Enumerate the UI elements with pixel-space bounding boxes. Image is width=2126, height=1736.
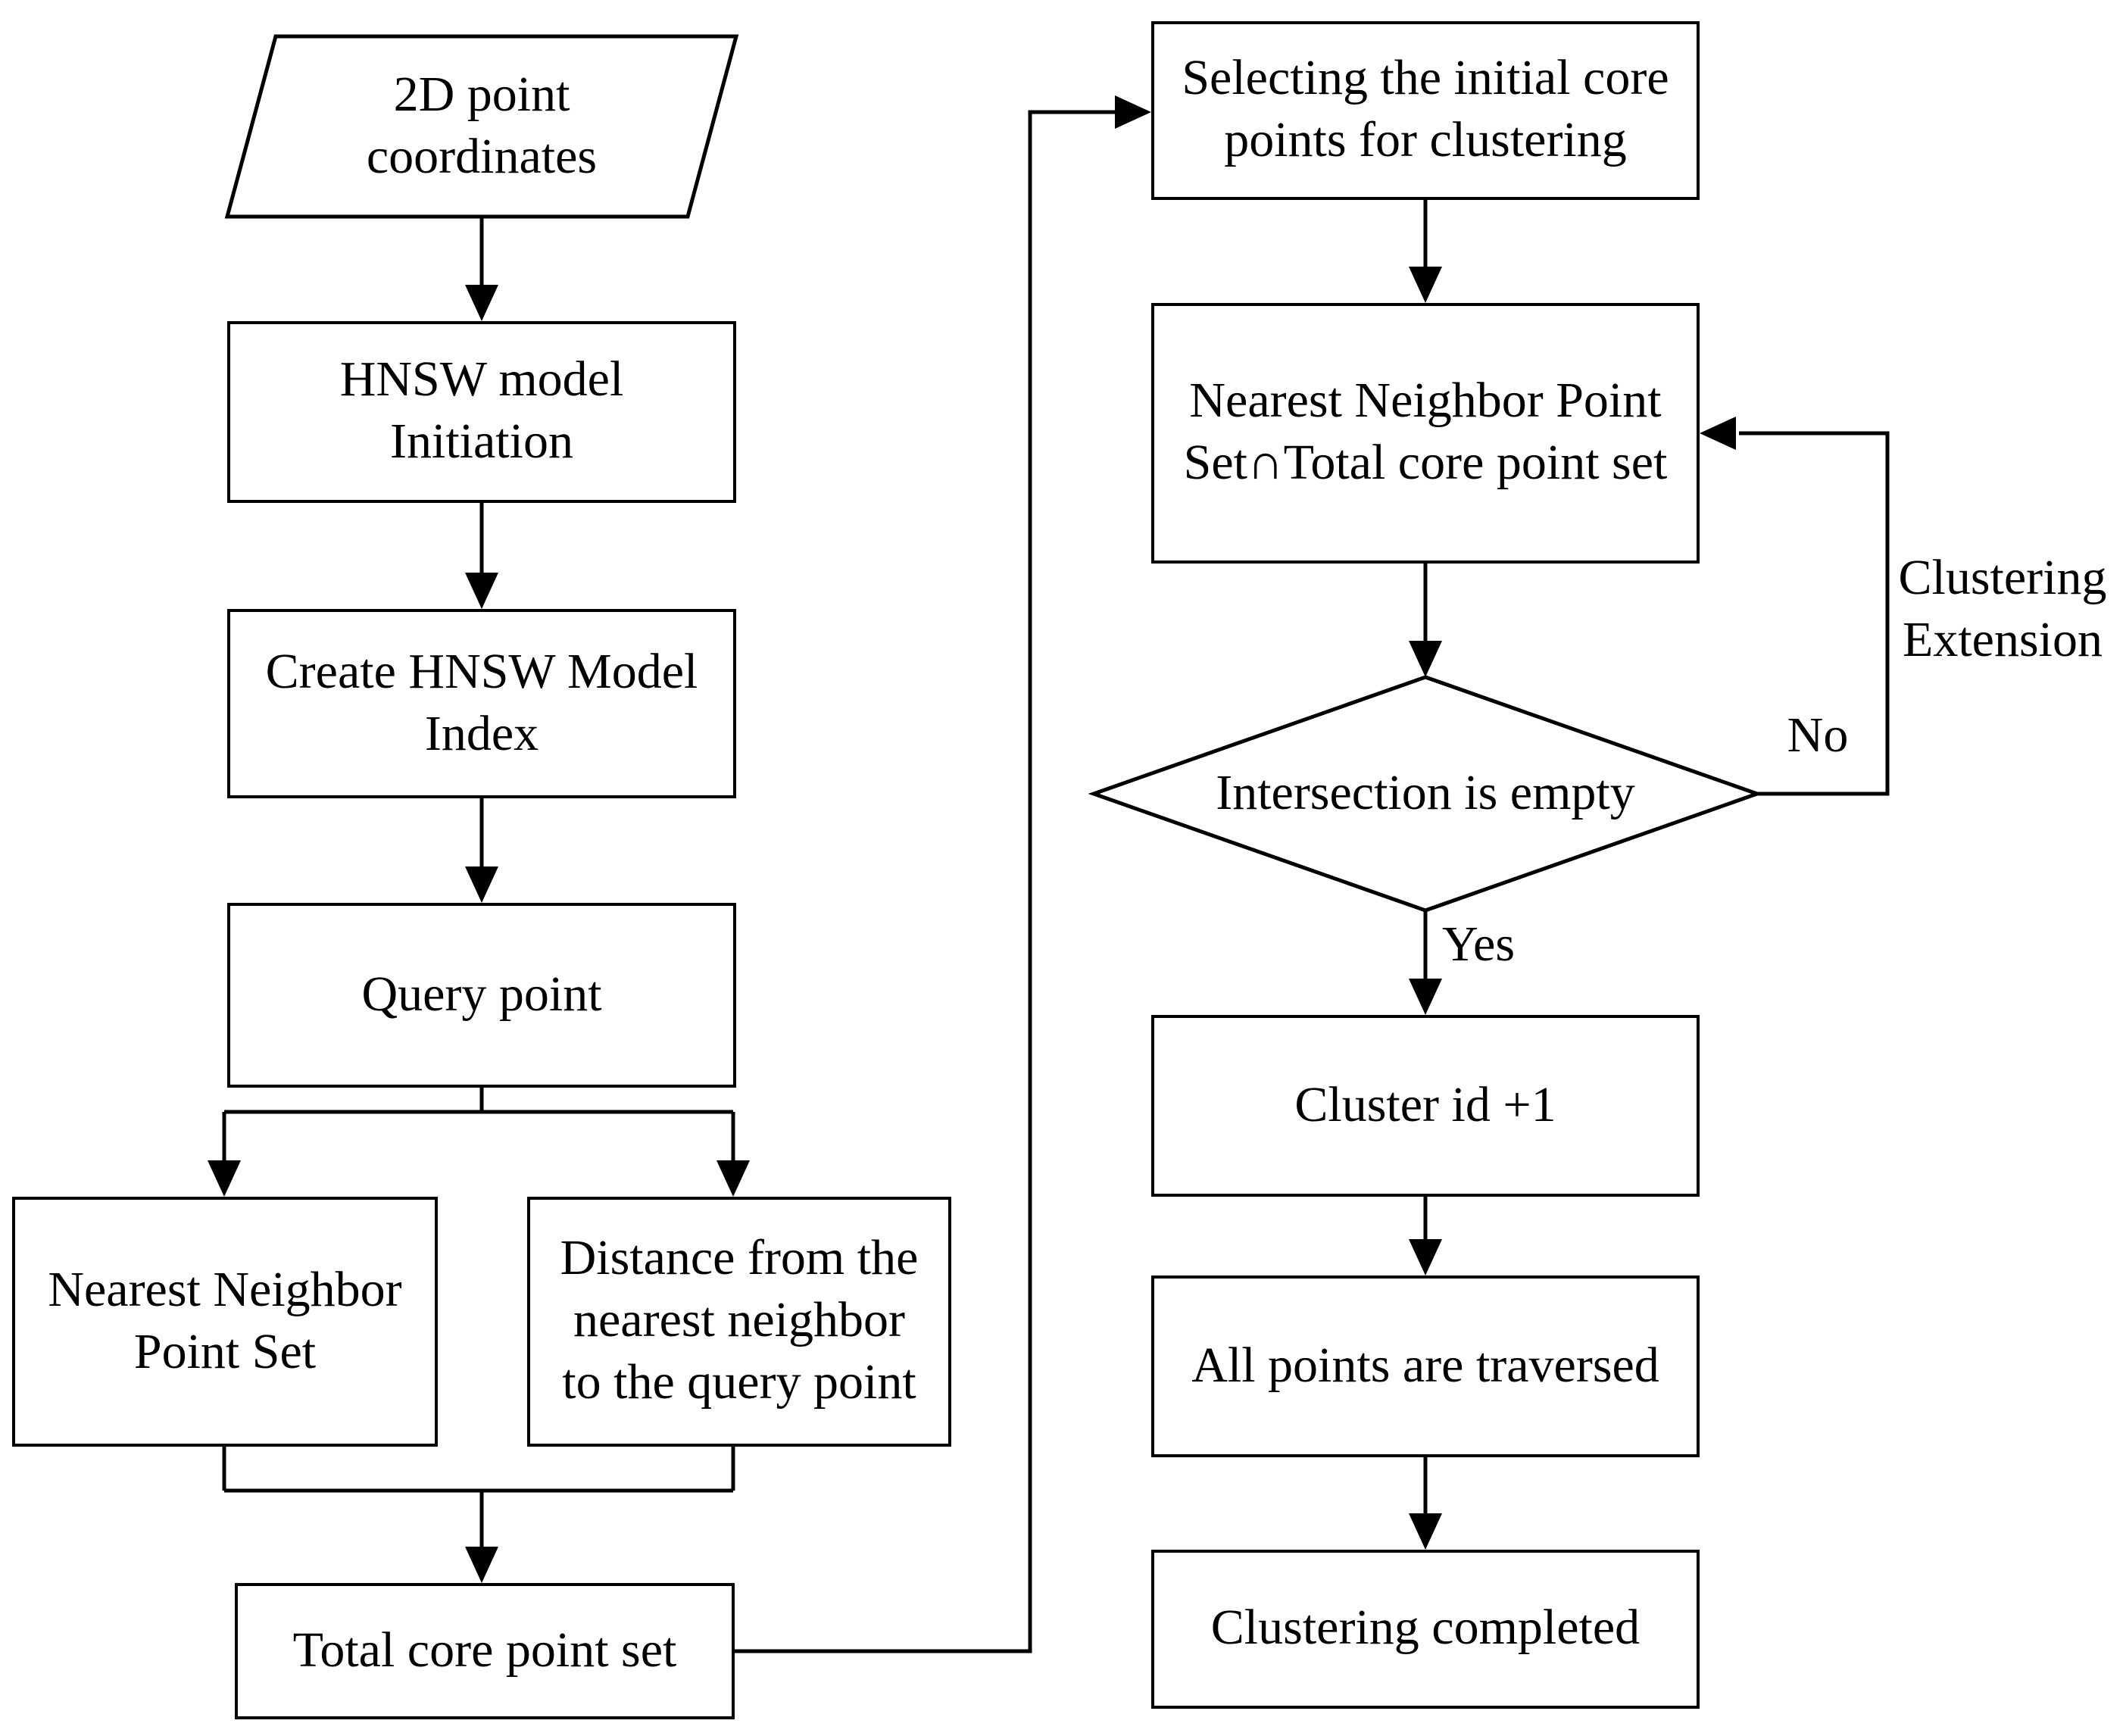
diamond-shape [1088,675,1763,913]
arrowhead-feedback-into-intersection [1700,417,1736,450]
arrowhead-into-index [465,573,498,609]
node-label: Query point [361,967,602,1023]
node-label: Distance from the [560,1232,919,1287]
edge-label-clustering-extension: Clustering Extension [1881,548,2124,673]
arrowhead-into-distance [716,1160,750,1197]
node-query-point: Query point [227,903,736,1088]
arrowhead-into-nn-set [208,1160,241,1197]
node-label: All points are traversed [1191,1338,1659,1394]
node-label: Selecting the initial core [1182,52,1669,107]
node-label: nearest neighbor [573,1294,905,1349]
node-clustering-completed: Clustering completed [1151,1550,1700,1709]
edge-label-yes: Yes [1442,918,1516,973]
node-label: Initiation [390,415,573,470]
arrowhead-into-selecting [1115,95,1151,129]
edge-label-no: No [1787,709,1849,763]
node-label: Cluster id +1 [1294,1078,1556,1133]
arrowhead-into-init [465,285,498,321]
node-label: Point Set [133,1325,317,1379]
edge-label-line: Clustering [1898,551,2107,606]
arrowhead-into-decision [1409,641,1442,677]
node-intersection-with-total-core: Nearest Neighbor Point Set∩Total core po… [1151,303,1700,564]
arrowhead-into-total-core [465,1547,498,1583]
node-label: Total core point set [292,1623,677,1678]
arrowhead-into-intersection [1409,267,1442,303]
parallelogram-shape [224,34,739,219]
node-label: Index [424,707,539,761]
node-label: points for clustering [1224,114,1627,168]
node-selecting-initial-core-points: Selecting the initial core points for cl… [1151,21,1700,200]
arrowhead-into-completed [1409,1513,1442,1550]
arrowhead-into-cluster-id [1409,979,1442,1015]
edge-branch-merge [222,1447,735,1547]
node-label: Nearest Neighbor [48,1263,402,1318]
node-total-core-point-set: Total core point set [235,1583,735,1719]
node-label: HNSW model [339,353,624,408]
node-label: Nearest Neighbor Point [1189,374,1662,429]
node-create-hnsw-model-index: Create HNSW Model Index [227,609,736,798]
node-label: Intersection is empty [1216,766,1635,821]
node-cluster-id-increment: Cluster id +1 [1151,1015,1700,1197]
edge-label-line: Extension [1903,613,2103,668]
node-distance-nearest-neighbor: Distance from the nearest neighbor to th… [527,1197,951,1447]
node-label: 2D point [393,67,570,123]
node-label: Clustering completed [1210,1601,1641,1656]
node-2d-point-coordinates: 2D point coordinates [227,39,736,214]
arrowhead-into-query [465,866,498,903]
node-label: Create HNSW Model [265,645,698,700]
node-all-points-traversed: All points are traversed [1151,1275,1700,1457]
node-label: to the query point [562,1355,916,1410]
arrowhead-into-traversed [1409,1239,1442,1275]
edge-total-to-selecting [735,110,1115,1653]
node-label: coordinates [366,130,598,184]
node-nearest-neighbor-point-set: Nearest Neighbor Point Set [12,1197,438,1447]
node-hnsw-model-initiation: HNSW model Initiation [227,321,736,503]
edge-decision-no-feedback [1739,431,1890,796]
edge-query-branch [222,1088,735,1163]
node-label: Set∩Total core point set [1183,436,1668,491]
node-decision-intersection-empty: Intersection is empty [1094,677,1757,910]
